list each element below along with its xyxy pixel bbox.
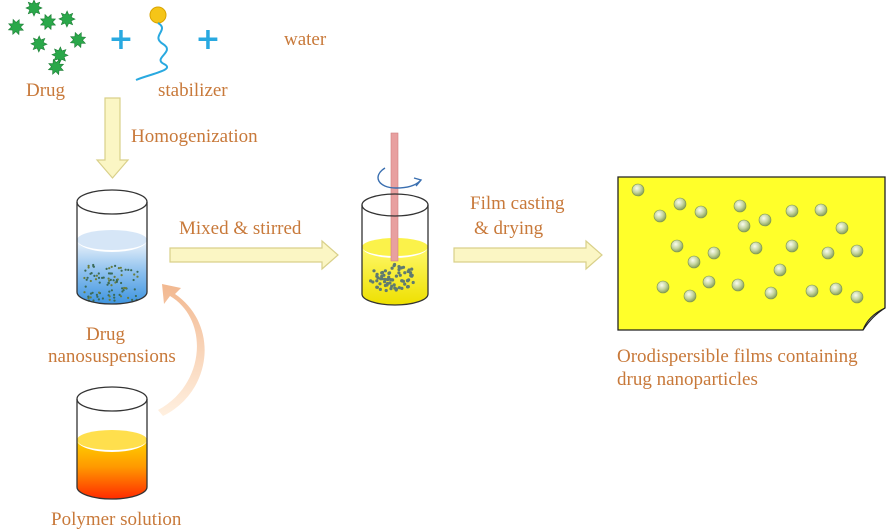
mixing-beaker (361, 132, 429, 306)
odf-label-line2: drug nanoparticles (617, 369, 758, 390)
orodispersible-film (617, 176, 886, 331)
mixed-stirred-arrow (169, 239, 339, 271)
stirring-motion-icon (377, 167, 421, 189)
stabilizer-molecule-icon (135, 6, 168, 81)
nanosuspension-label-line2: nanosuspensions (48, 346, 176, 367)
drying-label: & drying (474, 218, 544, 239)
plus-sign-2: + (195, 22, 220, 57)
drug-label: Drug (26, 80, 66, 101)
odf-label-line1: Orodispersible films containing (617, 346, 858, 367)
polymer-solution-label: Polymer solution (51, 509, 182, 530)
drug-particles-icon (7, 0, 87, 76)
nanosuspension-label-line1: Drug (86, 324, 126, 345)
film-casting-label: Film casting (470, 193, 565, 214)
homogenization-arrow (95, 97, 130, 179)
mixed-stirred-label: Mixed & stirred (179, 218, 302, 239)
plus-sign-1: + (108, 22, 133, 57)
polymer-to-nanosuspension-curve-arrow (158, 284, 205, 416)
homogenization-label: Homogenization (131, 126, 258, 147)
film-casting-arrow (453, 239, 603, 271)
water-label: water (284, 29, 327, 50)
stabilizer-label: stabilizer (158, 80, 228, 101)
stir-rod (390, 132, 399, 262)
polymer-solution-beaker (76, 386, 148, 500)
nanosuspension-beaker (76, 189, 148, 305)
